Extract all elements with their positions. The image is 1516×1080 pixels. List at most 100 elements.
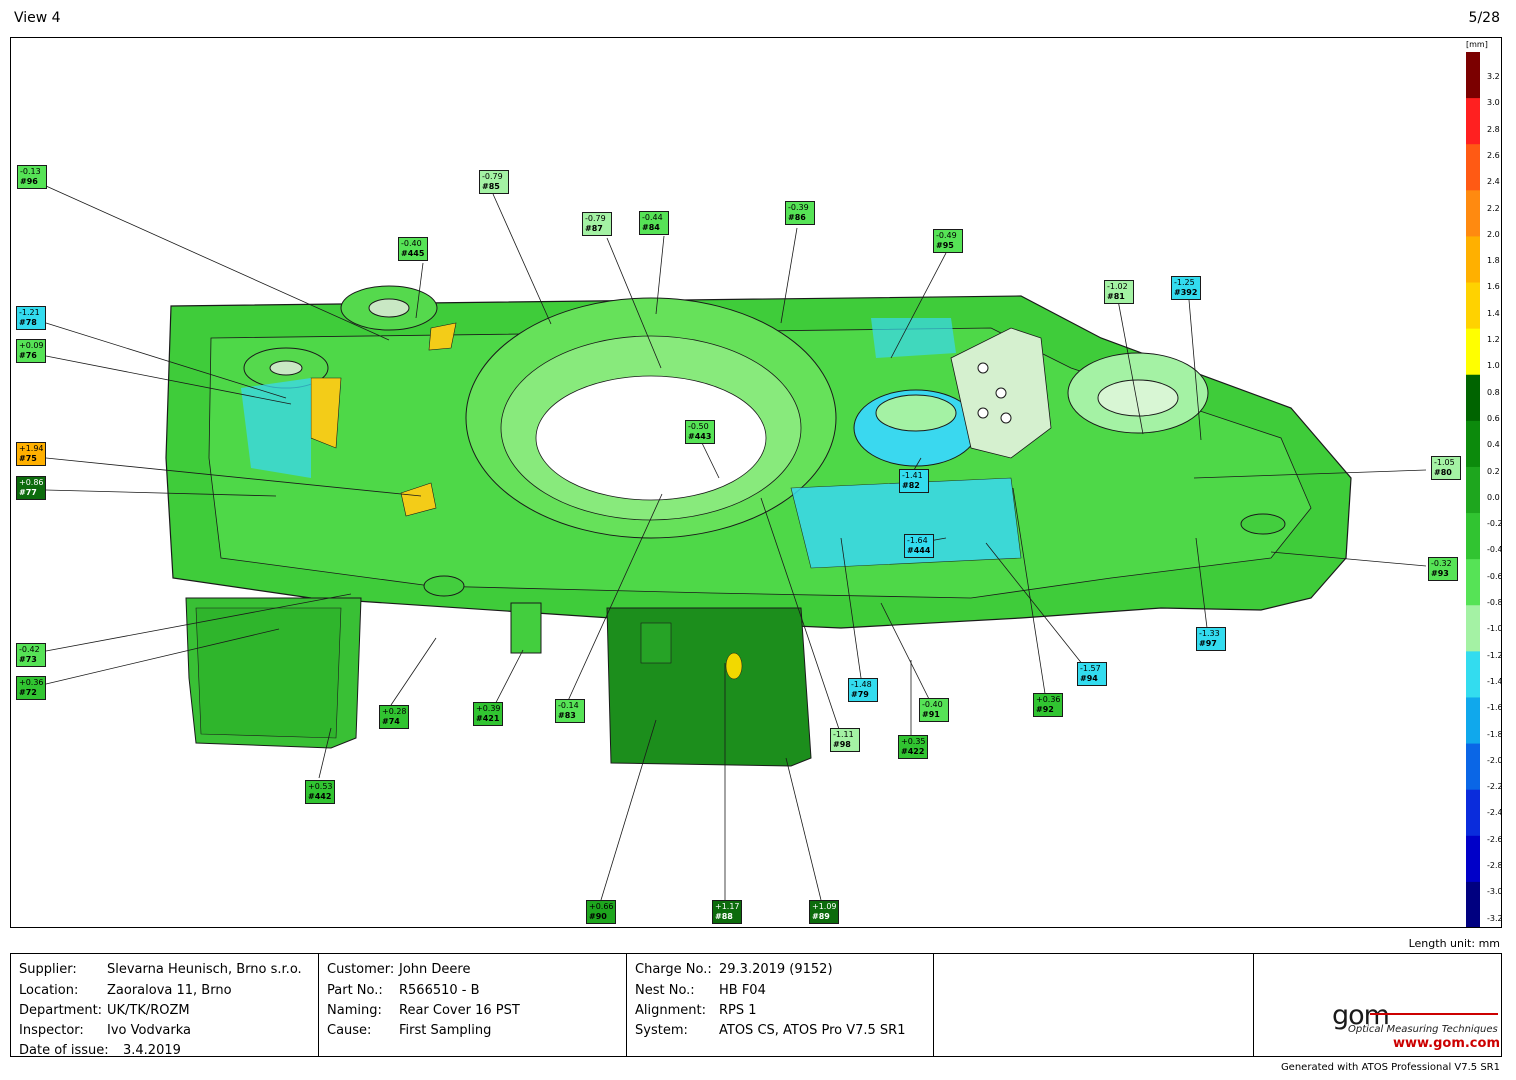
deviation-label[interactable]: +0.09#76 xyxy=(16,339,46,363)
point-id: #422 xyxy=(901,747,925,756)
deviation-value: +1.17 xyxy=(715,902,740,911)
deviation-label[interactable]: +0.39#421 xyxy=(473,702,503,726)
point-id: #92 xyxy=(1036,705,1054,714)
point-id: #93 xyxy=(1431,569,1449,578)
gom-wordmark: gom xyxy=(1332,1000,1390,1031)
deviation-label[interactable]: -0.39#86 xyxy=(785,201,815,225)
scale-segment xyxy=(1466,513,1480,560)
part-no-value: R566510 - B xyxy=(399,983,480,998)
deviation-label[interactable]: +0.36#72 xyxy=(16,676,46,700)
deviation-label[interactable]: -1.05#80 xyxy=(1431,456,1461,480)
deviation-value: -0.14 xyxy=(558,701,579,710)
deviation-value: -1.21 xyxy=(19,308,40,317)
view-title: View 4 xyxy=(14,10,61,26)
deviation-value: +0.36 xyxy=(1036,695,1061,704)
point-id: #444 xyxy=(907,546,931,555)
point-id: #85 xyxy=(482,182,500,191)
deviation-label[interactable]: -1.48#79 xyxy=(848,678,878,702)
point-id: #77 xyxy=(19,488,37,497)
deviation-label[interactable]: +0.86#77 xyxy=(16,476,46,500)
point-id: #443 xyxy=(688,432,712,441)
scale-tick-label: -2.2 xyxy=(1487,782,1502,792)
alignment-key: Alignment: xyxy=(635,1003,706,1018)
deviation-label[interactable]: -1.21#78 xyxy=(16,306,46,330)
scale-tick-label: 0.8 xyxy=(1487,387,1500,397)
deviation-label[interactable]: +0.53#442 xyxy=(305,780,335,804)
deviation-value: -1.41 xyxy=(902,471,923,480)
deviation-label[interactable]: -0.32#93 xyxy=(1428,557,1458,581)
deviation-label[interactable]: -0.13#96 xyxy=(17,165,47,189)
scale-tick-label: -1.8 xyxy=(1487,729,1502,739)
deviation-label[interactable]: -0.49#95 xyxy=(933,229,963,253)
deviation-label[interactable]: -1.02#81 xyxy=(1104,280,1134,304)
deviation-label[interactable]: -1.25#392 xyxy=(1171,276,1201,300)
scale-tick-label: 1.8 xyxy=(1487,256,1500,266)
scale-tick-label: 1.2 xyxy=(1487,335,1500,344)
scale-tick-label: -0.8 xyxy=(1487,598,1502,607)
deviation-label[interactable]: -1.33#97 xyxy=(1196,627,1226,651)
scale-tick-label: 0.2 xyxy=(1487,466,1500,476)
deviation-label[interactable]: -1.11#98 xyxy=(830,728,860,752)
deviation-value: -0.49 xyxy=(936,231,957,240)
deviation-value: -0.42 xyxy=(19,645,40,654)
deviation-label[interactable]: -1.57#94 xyxy=(1077,662,1107,686)
point-id: #79 xyxy=(851,690,869,699)
deviation-value: -0.50 xyxy=(688,422,709,431)
deviation-label[interactable]: +1.09#89 xyxy=(809,900,839,924)
deviation-label[interactable]: -0.40#91 xyxy=(919,698,949,722)
report-info-table: Supplier:Slevarna Heunisch, Brno s.r.o. … xyxy=(10,953,1502,1058)
point-id: #82 xyxy=(902,481,920,490)
system-value: ATOS CS, ATOS Pro V7.5 SR1 xyxy=(719,1023,906,1038)
legend-unit: [mm] xyxy=(1466,40,1488,49)
deviation-label[interactable]: -0.44#84 xyxy=(639,211,669,235)
scale-tick-label: 2.8 xyxy=(1487,124,1500,134)
department-key: Department: xyxy=(19,1003,103,1018)
deviation-label[interactable]: -1.41#82 xyxy=(899,469,929,493)
deviation-label[interactable]: +1.94#75 xyxy=(16,442,46,466)
deviation-label[interactable]: -0.14#83 xyxy=(555,699,585,723)
scale-segment xyxy=(1466,835,1480,883)
location-key: Location: xyxy=(19,983,79,998)
supplier-key: Supplier: xyxy=(19,962,77,977)
deviation-label[interactable]: -0.79#87 xyxy=(582,212,612,236)
scale-tick-label: -1.6 xyxy=(1487,703,1502,713)
deviation-label[interactable]: -0.79#85 xyxy=(479,170,509,194)
deviation-label[interactable]: -0.42#73 xyxy=(16,643,46,667)
deviation-label[interactable]: -1.64#444 xyxy=(904,534,934,558)
deviation-value: -0.79 xyxy=(585,214,606,223)
deviation-label[interactable]: -0.50#443 xyxy=(685,420,715,444)
point-id: #86 xyxy=(788,213,806,222)
scale-segment xyxy=(1466,881,1480,927)
scale-tick-label: 2.6 xyxy=(1487,150,1500,160)
deviation-label[interactable]: +0.28#74 xyxy=(379,705,409,729)
deviation-value: -0.13 xyxy=(20,167,41,176)
deviation-value: +0.35 xyxy=(901,737,926,746)
point-id: #75 xyxy=(19,454,37,463)
scale-segment xyxy=(1466,52,1480,99)
scale-tick-label: -0.2 xyxy=(1487,519,1502,529)
system-key: System: xyxy=(635,1023,688,1038)
color-deviation-view[interactable]: -0.13#96-0.79#85-0.79#87-0.44#84-0.39#86… xyxy=(10,37,1502,928)
deviation-label[interactable]: +0.36#92 xyxy=(1033,693,1063,717)
deviation-value: +0.66 xyxy=(589,902,614,911)
scale-tick-label: -2.8 xyxy=(1487,861,1502,870)
scale-tick-label: -0.6 xyxy=(1487,571,1502,581)
deviation-value: -1.64 xyxy=(907,536,928,545)
deviation-value: -0.39 xyxy=(788,203,809,212)
point-id: #88 xyxy=(715,912,733,921)
part-3d-model[interactable] xyxy=(11,38,1502,928)
deviation-value: -1.11 xyxy=(833,730,854,739)
deviation-label[interactable]: +0.66#90 xyxy=(586,900,616,924)
deviation-label[interactable]: -0.40#445 xyxy=(398,237,428,261)
point-id: #83 xyxy=(558,711,576,720)
naming-value: Rear Cover 16 PST xyxy=(399,1003,520,1018)
scale-tick-label: -1.2 xyxy=(1487,650,1502,660)
deviation-label[interactable]: +1.17#88 xyxy=(712,900,742,924)
naming-key: Naming: xyxy=(327,1003,382,1018)
inspector-value: Ivo Vodvarka xyxy=(107,1023,191,1038)
customer-key: Customer: xyxy=(327,962,395,977)
scale-tick-label: -1.0 xyxy=(1487,624,1502,634)
scale-segment xyxy=(1466,328,1480,376)
scale-tick-label: -3.2 xyxy=(1487,913,1502,923)
deviation-label[interactable]: +0.35#422 xyxy=(898,735,928,759)
